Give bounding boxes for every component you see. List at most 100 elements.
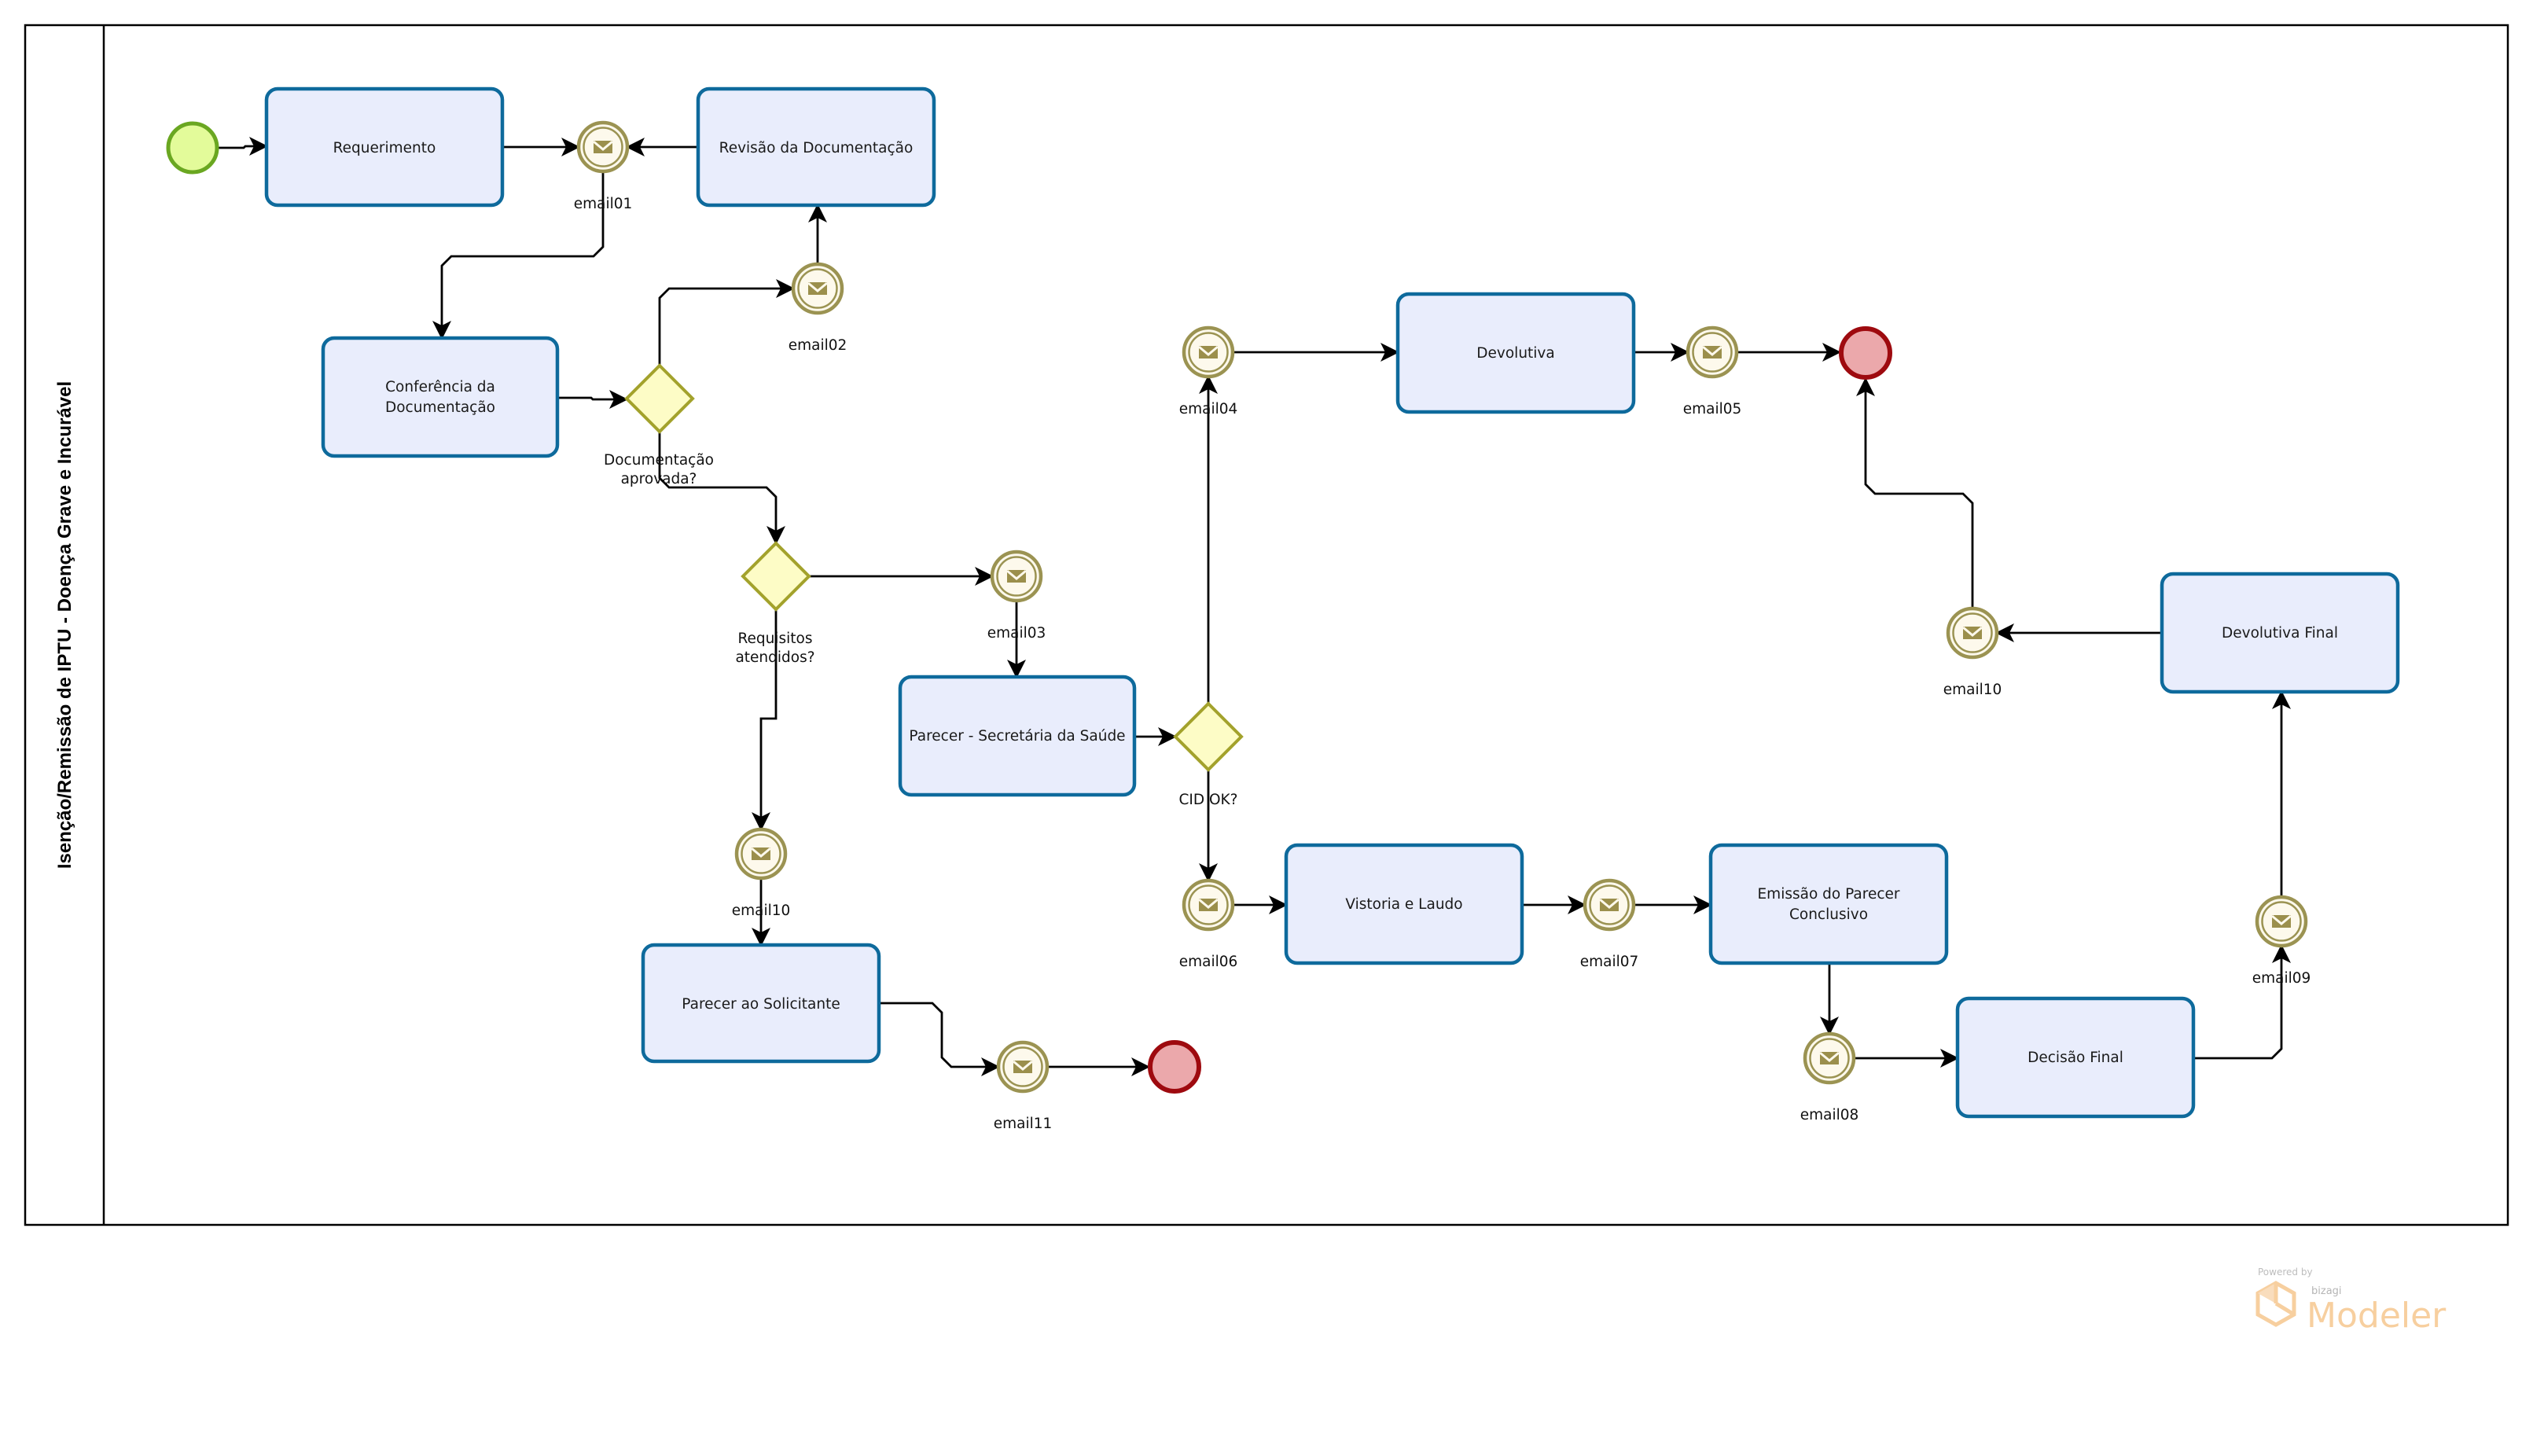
message-event-email03[interactable]: email03 bbox=[987, 550, 1046, 642]
task-label: Decisão Final bbox=[2028, 1050, 2123, 1066]
envelope-icon bbox=[1006, 569, 1027, 583]
envelope-icon bbox=[1198, 898, 1219, 911]
envelope-icon bbox=[1819, 1051, 1840, 1064]
message-event-inner-ring bbox=[1188, 884, 1229, 925]
sequence-flow-conferencia-to-gw_doc[interactable] bbox=[557, 390, 628, 409]
task-box bbox=[641, 943, 881, 1064]
task-label: Revisão da Documentação bbox=[719, 140, 914, 156]
message-event-label: email10 bbox=[1943, 682, 2002, 698]
sequence-flow-decisao-to-e09[interactable] bbox=[2193, 944, 2291, 1060]
message-event-email09[interactable]: email09 bbox=[2252, 895, 2311, 987]
task-box bbox=[321, 336, 560, 458]
bizagi-brand-text: bizagi bbox=[2311, 1285, 2342, 1297]
end-event-circle bbox=[1148, 1040, 1201, 1094]
message-event-inner-ring bbox=[583, 127, 623, 167]
sequence-flow-gw_doc-to-e02[interactable] bbox=[658, 279, 795, 366]
task-box bbox=[1284, 843, 1524, 965]
end-event[interactable] bbox=[1839, 326, 1892, 380]
message-event-inner-ring bbox=[1589, 884, 1630, 925]
task-label: Parecer ao Solicitante bbox=[682, 996, 840, 1013]
message-event-email05[interactable]: email05 bbox=[1683, 325, 1742, 417]
task-box bbox=[2160, 572, 2400, 694]
bizagi-watermark: Powered by bizagi Modeler bbox=[2255, 1267, 2447, 1336]
envelope-icon bbox=[593, 140, 613, 153]
exclusive-gateway-diamond bbox=[624, 363, 695, 434]
message-event-label: email08 bbox=[1800, 1107, 1859, 1123]
sequence-flow-e01-to-conferencia[interactable] bbox=[432, 171, 605, 340]
task-label: Conclusivo bbox=[1789, 906, 1868, 923]
task-label: Vistoria e Laudo bbox=[1345, 896, 1462, 913]
task-label: Requerimento bbox=[333, 140, 436, 156]
task-revisao[interactable]: Revisão da Documentação bbox=[696, 86, 936, 208]
envelope-icon bbox=[1962, 626, 1983, 639]
message-event-email02[interactable]: email02 bbox=[789, 262, 847, 354]
message-event-inner-ring bbox=[1692, 332, 1733, 373]
task-label: Parecer - Secretária da Saúde bbox=[909, 728, 1125, 745]
pool-border bbox=[24, 24, 2509, 1226]
message-event-label: email03 bbox=[987, 625, 1046, 642]
task-decisao[interactable]: Decisão Final bbox=[1955, 996, 2196, 1119]
task-box bbox=[696, 86, 936, 208]
message-event-email01[interactable]: email01 bbox=[574, 120, 633, 212]
gateway-label: aprovada? bbox=[621, 471, 697, 487]
pool-title: Isenção/Remissão de IPTU - Doença Grave … bbox=[54, 381, 75, 869]
sequence-flow-e10b-to-end1[interactable] bbox=[1856, 377, 1974, 609]
start-event[interactable] bbox=[166, 121, 219, 175]
end-event[interactable] bbox=[1148, 1040, 1201, 1094]
message-event-email10[interactable]: email10 bbox=[1943, 606, 2002, 698]
task-parecer-solicitante[interactable]: Parecer ao Solicitante bbox=[641, 943, 881, 1064]
message-event-inner-ring bbox=[741, 833, 781, 874]
message-event-label: email01 bbox=[574, 196, 633, 212]
sequence-flow-start-to-requerimento[interactable] bbox=[218, 137, 268, 156]
envelope-icon bbox=[1013, 1060, 1033, 1073]
task-devolutiva[interactable]: Devolutiva bbox=[1395, 292, 1636, 414]
task-conferencia[interactable]: Conferência da Documentação bbox=[321, 336, 560, 458]
message-event-email10[interactable]: email10 bbox=[732, 827, 791, 919]
envelope-icon bbox=[751, 847, 771, 860]
sequence-flow-gw_req-to-e10a[interactable] bbox=[752, 609, 778, 831]
message-event-label: email09 bbox=[2252, 970, 2311, 987]
task-devolutiva-final[interactable]: Devolutiva Final bbox=[2160, 572, 2400, 694]
message-event-inner-ring bbox=[797, 268, 838, 309]
task-vistoria[interactable]: Vistoria e Laudo bbox=[1284, 843, 1524, 965]
message-event-email08[interactable]: email08 bbox=[1800, 1031, 1859, 1123]
bizagi-logo-icon bbox=[2255, 1281, 2296, 1327]
pool: Isenção/Remissão de IPTU - Doença Grave … bbox=[24, 24, 2509, 1226]
gateway-gw-req[interactable]: Requisitos atendidos? bbox=[735, 541, 815, 666]
envelope-icon bbox=[1198, 345, 1219, 358]
message-event-label: email06 bbox=[1179, 954, 1238, 970]
task-label: Devolutiva Final bbox=[2222, 625, 2338, 642]
message-event-email11[interactable]: email11 bbox=[994, 1040, 1053, 1132]
gateway-label: Requisitos bbox=[737, 631, 812, 647]
sequence-flows bbox=[218, 137, 2291, 1076]
task-box bbox=[1708, 843, 1949, 965]
task-label: Conferência da bbox=[385, 379, 495, 395]
task-label: Documentação bbox=[385, 399, 495, 416]
envelope-icon bbox=[1599, 898, 1619, 911]
powered-by-text: Powered by bbox=[2258, 1267, 2313, 1278]
task-label: Devolutiva bbox=[1476, 345, 1554, 362]
gateway-label: atendidos? bbox=[735, 649, 814, 666]
start-event-circle bbox=[166, 121, 219, 175]
end-event-circle bbox=[1839, 326, 1892, 380]
message-event-email04[interactable]: email04 bbox=[1179, 325, 1238, 417]
sequence-flow-parecer_solicitante-to-e11[interactable] bbox=[879, 1002, 1000, 1076]
task-requerimento[interactable]: Requerimento bbox=[264, 86, 505, 208]
message-event-label: email11 bbox=[994, 1116, 1053, 1132]
message-event-label: email02 bbox=[789, 337, 847, 354]
task-parecer-saude[interactable]: Parecer - Secretária da Saúde bbox=[898, 675, 1137, 797]
envelope-icon bbox=[1702, 345, 1722, 358]
gateway-label: CID OK? bbox=[1178, 792, 1237, 808]
message-event-email07[interactable]: email07 bbox=[1580, 878, 1639, 970]
task-box bbox=[1955, 996, 2196, 1119]
message-event-label: email10 bbox=[732, 903, 791, 919]
message-event-inner-ring bbox=[1002, 1046, 1043, 1087]
task-box bbox=[264, 86, 505, 208]
gateway-gw-cid[interactable]: CID OK? bbox=[1173, 701, 1244, 808]
message-event-email06[interactable]: email06 bbox=[1179, 878, 1238, 970]
sequence-flow-gw_doc-to-gw_req[interactable] bbox=[658, 432, 785, 545]
modeler-product-text: Modeler bbox=[2307, 1296, 2447, 1336]
